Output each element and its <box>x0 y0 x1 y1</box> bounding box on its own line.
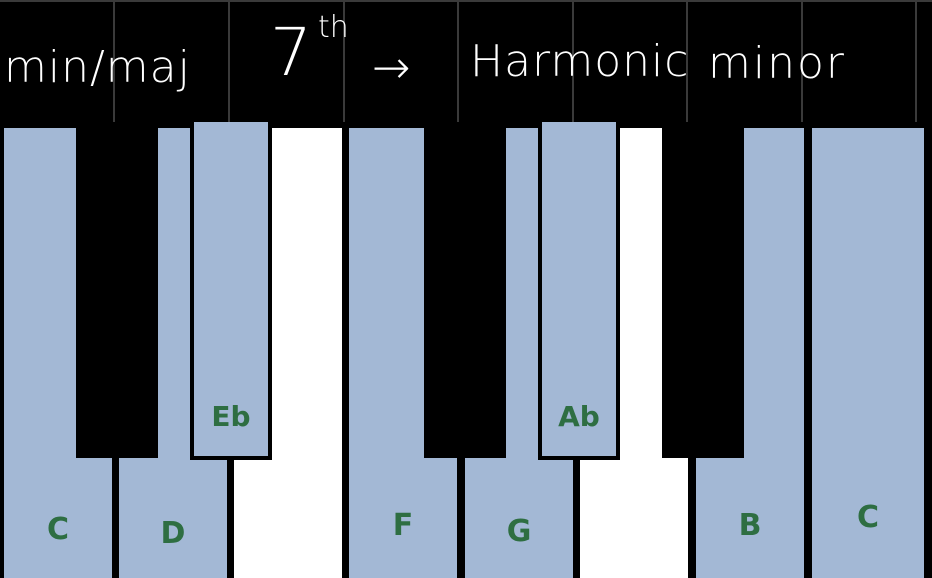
header-minor-text: minor <box>708 38 846 89</box>
note-label: G <box>506 514 532 549</box>
note-label: F <box>392 508 414 543</box>
handwritten-header: min/maj 7 th → Harmonic minor <box>0 0 932 122</box>
note-label: B <box>738 508 762 543</box>
grid-line <box>686 0 688 122</box>
black-key <box>662 122 744 458</box>
header-seven-text: 7 <box>270 14 312 91</box>
grid-line <box>0 0 932 2</box>
grid-line <box>228 0 230 122</box>
grid-line <box>572 0 574 122</box>
header-th-superscript: th <box>318 10 349 45</box>
note-label: Eb <box>211 400 251 433</box>
grid-line <box>801 0 803 122</box>
header-min-maj-text: min/maj <box>4 42 191 93</box>
piano-keyboard: C D F G B C Eb Ab <box>0 122 932 578</box>
header-harmonic-text: Harmonic <box>470 36 690 87</box>
grid-line <box>915 0 917 122</box>
black-key <box>76 122 158 458</box>
note-label: C <box>856 500 880 535</box>
grid-line <box>343 0 345 122</box>
black-key <box>424 122 506 458</box>
grid-line <box>113 0 115 122</box>
black-key: Ab <box>538 122 620 460</box>
grid-line <box>457 0 459 122</box>
arrow-icon: → <box>372 40 411 94</box>
note-label: C <box>46 512 70 547</box>
note-label: Ab <box>558 400 600 433</box>
note-label: D <box>160 516 186 551</box>
white-key: C <box>812 128 924 578</box>
black-key: Eb <box>190 122 272 460</box>
